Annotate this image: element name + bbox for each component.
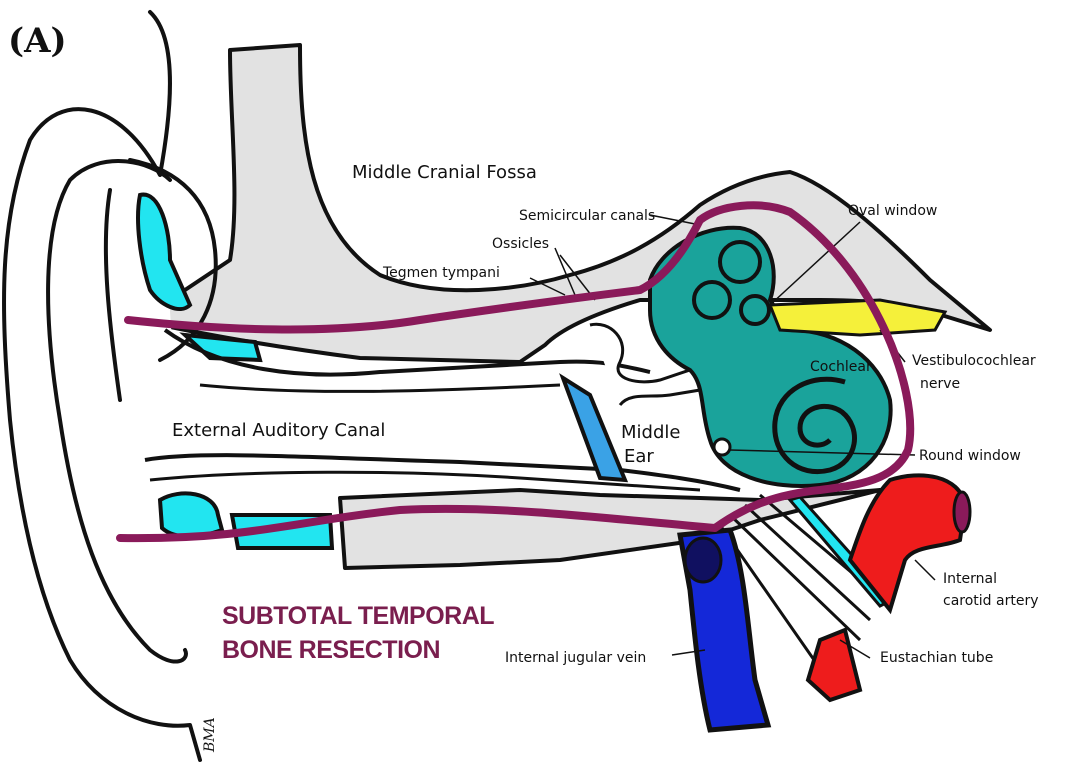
label-ossicles: Ossicles — [492, 236, 549, 252]
label-internal-jugular-vein: Internal jugular vein — [505, 650, 646, 666]
label-round-window: Round window — [919, 448, 1021, 464]
label-middle-ear-2: Ear — [624, 446, 654, 467]
label-oval-window: Oval window — [848, 203, 937, 219]
label-internal-carotid-2: carotid artery — [943, 593, 1038, 609]
label-vestibulocochlear-1: Vestibulocochlear — [912, 353, 1036, 369]
label-semicircular-canals: Semicircular canals — [519, 208, 655, 224]
label-middle-cranial-fossa: Middle Cranial Fossa — [352, 162, 537, 183]
carotid-lower — [808, 630, 860, 700]
label-middle-ear-1: Middle — [621, 422, 680, 443]
jugular-bulb — [685, 538, 721, 582]
canal-upper-wall-2 — [200, 385, 560, 391]
label-internal-carotid-1: Internal — [943, 571, 997, 587]
carotid-lumen — [954, 492, 970, 532]
panel-label: (A) — [8, 21, 67, 61]
resection-title-line-2: BONE RESECTION — [222, 636, 440, 664]
cartilage-lower-left — [160, 493, 222, 536]
resection-title-line-1: SUBTOTAL TEMPORAL — [222, 602, 494, 630]
label-external-auditory-canal: External Auditory Canal — [172, 420, 385, 441]
label-tegmen-tympani: Tegmen tympani — [382, 265, 500, 281]
round-window-opening — [714, 439, 730, 455]
label-cochlear: Cochlear — [810, 359, 872, 375]
label-eustachian-tube: Eustachian tube — [880, 650, 993, 666]
auricle-outline — [4, 12, 200, 760]
artist-signature: BMA — [202, 717, 218, 753]
label-vestibulocochlear-2: nerve — [920, 376, 960, 392]
